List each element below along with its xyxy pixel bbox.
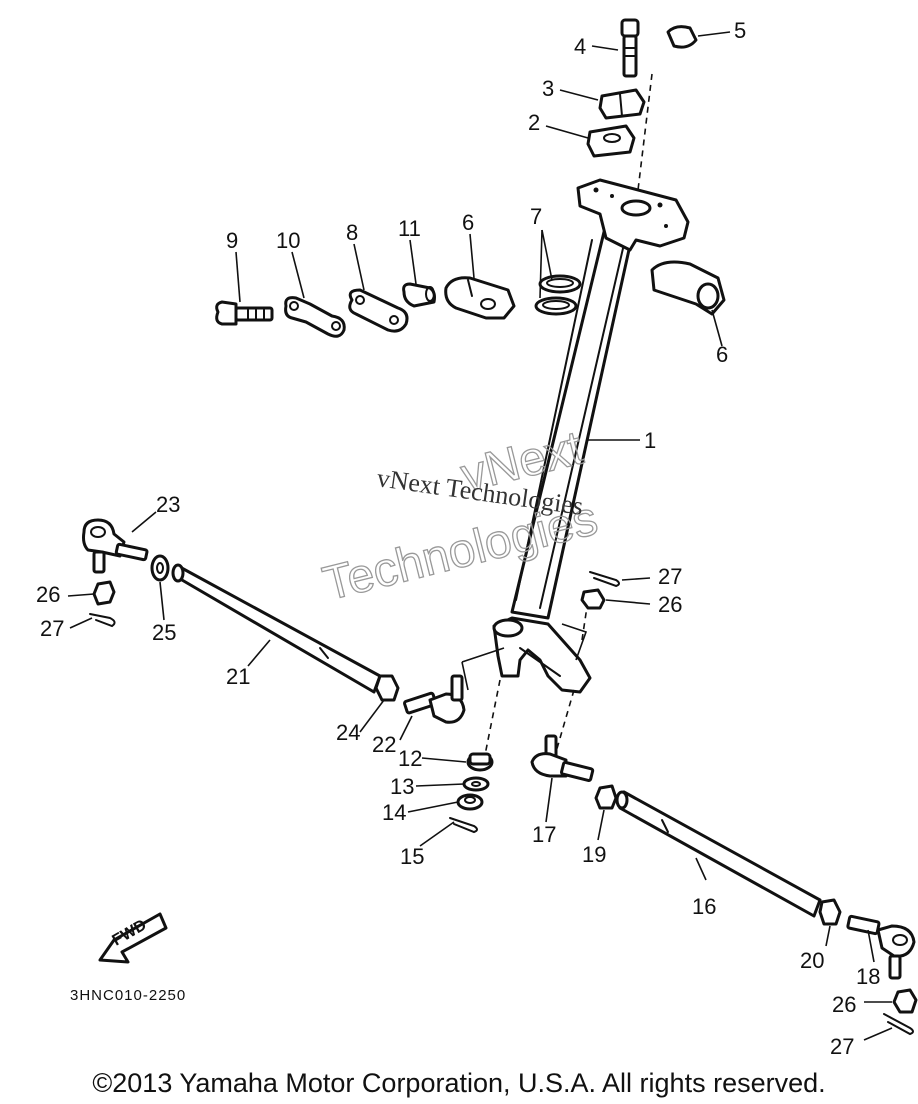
label-part-21: 21 [226, 664, 250, 689]
shaft-holder-right [650, 260, 726, 316]
collar-part-11 [402, 282, 436, 308]
lock-washer-part-10 [284, 296, 346, 338]
bearings-part-7 [534, 274, 582, 316]
upper-shaft-holder [576, 178, 690, 252]
nut-26-lower-right [892, 988, 918, 1014]
washer-25-left [150, 554, 170, 582]
label-part-13: 13 [390, 774, 414, 799]
tie-rod-end-22 [403, 674, 466, 724]
label-part-26-left: 26 [36, 582, 60, 607]
locknut-24 [374, 674, 400, 702]
part-number-labels: 4 5 3 2 7 9 10 8 11 6 6 1 23 26 27 25 21… [36, 18, 880, 1059]
tie-rod-21 [171, 563, 382, 694]
locknut-19 [594, 784, 618, 810]
label-part-10: 10 [276, 228, 300, 253]
fwd-arrow-icon: FWD [98, 912, 168, 964]
cotter-pin-15 [449, 817, 478, 834]
cotter-pin-27-left [89, 613, 116, 628]
label-part-2: 2 [528, 110, 540, 135]
label-part-26-upper-right: 26 [658, 592, 682, 617]
watermark: vNext Technologies vNext Technologies [317, 421, 603, 612]
label-part-1: 1 [644, 428, 656, 453]
label-part-23: 23 [156, 492, 180, 517]
washer-13 [462, 776, 490, 792]
nut-14 [456, 793, 484, 811]
label-part-6-left: 6 [462, 210, 474, 235]
cotter-pin-27-lower-right [883, 1013, 914, 1036]
collar-part-2 [586, 124, 636, 158]
cap-part-5 [666, 25, 698, 49]
label-part-25: 25 [152, 620, 176, 645]
collar-part-3 [598, 88, 646, 120]
label-part-8: 8 [346, 220, 358, 245]
collar-12 [466, 752, 494, 772]
tie-rod-end-17 [530, 734, 595, 782]
nut-26-left [92, 580, 116, 606]
locknut-20 [818, 898, 842, 926]
tie-rod-16 [615, 790, 822, 918]
tie-rod-end-23 [82, 518, 149, 574]
steering-arm-bracket [492, 616, 592, 694]
label-part-6-right: 6 [716, 342, 728, 367]
label-part-20: 20 [800, 948, 824, 973]
label-part-15: 15 [400, 844, 424, 869]
label-part-26-lower-right: 26 [832, 992, 856, 1017]
label-part-24: 24 [336, 720, 360, 745]
label-part-14: 14 [382, 800, 406, 825]
diagram-code: 3HNC010-2250 [70, 987, 186, 1004]
label-part-11: 11 [398, 216, 421, 241]
label-part-7: 7 [530, 204, 542, 229]
label-part-22: 22 [372, 732, 396, 757]
label-part-12: 12 [398, 746, 422, 771]
label-part-19: 19 [582, 842, 606, 867]
label-part-9: 9 [226, 228, 238, 253]
label-part-18: 18 [856, 964, 880, 989]
plate-part-8 [348, 288, 409, 333]
label-part-17: 17 [532, 822, 556, 847]
leader-lines [67, 31, 893, 1041]
copyright-notice: ©2013 Yamaha Motor Corporation, U.S.A. A… [92, 1068, 826, 1098]
label-part-27-left: 27 [40, 616, 64, 641]
nut-26-upper-right [580, 588, 606, 610]
cotter-pin-27-upper-right [589, 571, 620, 588]
label-part-5: 5 [734, 18, 746, 43]
bolt-part-4 [620, 18, 640, 78]
label-part-16: 16 [692, 894, 716, 919]
label-part-4: 4 [574, 34, 586, 59]
tie-rod-end-18 [846, 914, 916, 980]
bolt-part-9 [215, 300, 274, 326]
label-part-27-upper-right: 27 [658, 564, 682, 589]
shaft-holder-left [444, 276, 516, 320]
label-part-3: 3 [542, 76, 554, 101]
label-part-27-lower-right: 27 [830, 1034, 854, 1059]
